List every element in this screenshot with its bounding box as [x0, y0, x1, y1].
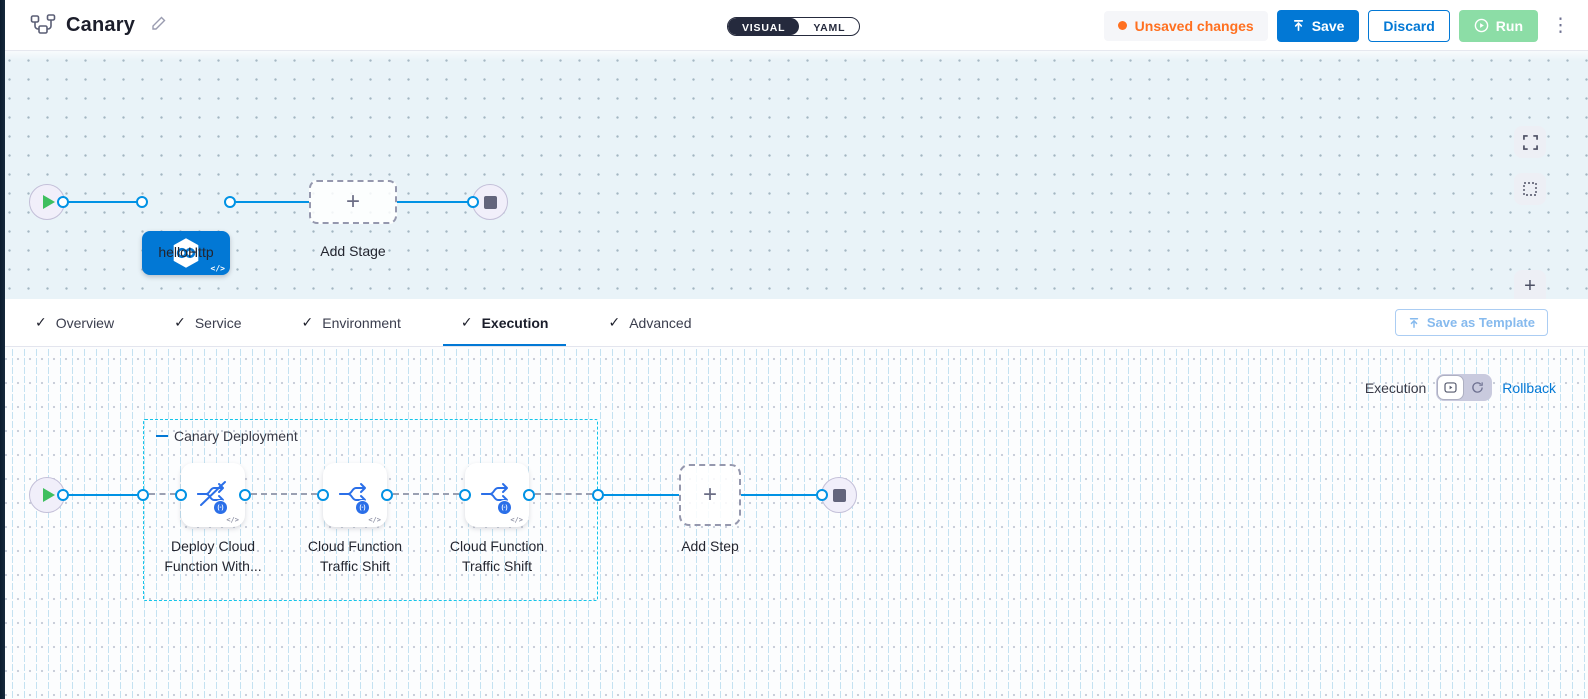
rollback-mode-icon[interactable]: [1464, 375, 1491, 400]
connector-dot[interactable]: [523, 489, 535, 501]
step-label: Deploy Cloud Function With...: [164, 538, 262, 574]
pipeline-icon: [30, 14, 56, 36]
stage-tabbar: ✓ Overview ✓ Service ✓ Environment ✓ Exe…: [0, 299, 1588, 347]
edge: [741, 494, 816, 496]
edge: [604, 494, 679, 496]
more-options-kebab-icon[interactable]: ⋮: [1551, 15, 1570, 36]
upload-template-icon: [1409, 317, 1419, 328]
connector-dot[interactable]: [137, 489, 149, 501]
code-icon: </>: [510, 516, 523, 524]
edge: [236, 201, 309, 203]
tab-environment[interactable]: ✓ Environment: [301, 314, 401, 331]
connector-dot[interactable]: [381, 489, 393, 501]
step-label: Cloud Function Traffic Shift: [449, 538, 545, 574]
marquee-select-icon: [1523, 182, 1537, 196]
discard-button[interactable]: Discard: [1368, 9, 1450, 42]
cloud-function-badge-icon: (-): [213, 500, 228, 515]
edge: [397, 201, 469, 203]
plus-icon: +: [702, 481, 717, 508]
cloud-function-badge-icon: (-): [355, 500, 370, 515]
edge: [67, 201, 138, 203]
save-as-template-button[interactable]: Save as Template: [1394, 309, 1548, 336]
connector-dot[interactable]: [57, 489, 69, 501]
check-icon: ✓: [460, 314, 473, 330]
tab-service[interactable]: ✓ Service: [174, 314, 242, 331]
connector-dot[interactable]: [317, 489, 329, 501]
plus-icon: +: [345, 188, 360, 215]
edge: [67, 494, 137, 496]
toggle-yaml[interactable]: YAML: [813, 21, 846, 34]
header: Canary VISUAL YAML Unsaved changes Save: [0, 0, 1588, 51]
check-icon: ✓: [35, 314, 47, 330]
execution-rollback-toggle[interactable]: [1436, 374, 1493, 401]
left-edge-strip: [0, 0, 5, 699]
step-node-traffic-shift-2[interactable]: (-) </>: [465, 463, 529, 527]
connector-dot[interactable]: [459, 489, 471, 501]
code-icon: </>: [226, 516, 239, 524]
connector-dot[interactable]: [136, 196, 148, 208]
stop-square-icon: [832, 488, 846, 502]
execution-mode-icon[interactable]: [1437, 375, 1465, 400]
cloud-function-badge-icon: (-): [497, 500, 512, 515]
edge-dashed: [535, 493, 592, 495]
start-play-icon: [43, 488, 55, 502]
collapse-dash-icon[interactable]: [156, 435, 168, 437]
toggle-visual[interactable]: VISUAL: [728, 18, 800, 35]
add-stage-button[interactable]: +: [309, 180, 397, 224]
connector-dot[interactable]: [816, 489, 828, 501]
execution-canvas[interactable]: Execution Rollback: [0, 347, 1588, 699]
check-icon: ✓: [608, 314, 621, 330]
code-icon: </>: [210, 264, 225, 273]
tab-advanced[interactable]: ✓ Advanced: [608, 314, 692, 331]
execution-start-node[interactable]: [29, 477, 65, 513]
start-play-icon: [43, 195, 55, 209]
save-button[interactable]: Save: [1276, 9, 1360, 42]
add-stage-label: Add Stage: [320, 243, 386, 259]
connector-dot[interactable]: [57, 196, 69, 208]
page-title: Canary: [66, 13, 136, 36]
rollback-link[interactable]: Rollback: [1502, 379, 1556, 396]
tab-execution[interactable]: ✓ Execution: [442, 299, 567, 346]
check-icon: ✓: [174, 314, 186, 330]
step-node-traffic-shift-1[interactable]: (-) </>: [323, 463, 387, 527]
edit-pencil-icon[interactable]: [151, 15, 167, 36]
unsaved-changes-badge: Unsaved changes: [1103, 10, 1268, 41]
upload-arrow-icon: [1293, 20, 1303, 31]
connector-dot[interactable]: [467, 196, 479, 208]
stop-square-icon: [483, 195, 497, 209]
visual-yaml-toggle: VISUAL YAML: [727, 17, 861, 36]
fullscreen-button[interactable]: [1514, 126, 1546, 158]
serverless-hexagon-icon: [173, 238, 199, 268]
add-step-button[interactable]: +: [679, 464, 741, 526]
fullscreen-icon: [1522, 134, 1538, 150]
execution-rollback-bar: Execution Rollback: [1365, 374, 1556, 401]
add-step-label: Add Step: [681, 538, 739, 554]
tab-overview[interactable]: ✓ Overview: [35, 314, 115, 331]
connector-dot[interactable]: [175, 489, 187, 501]
connector-dot[interactable]: [592, 489, 604, 501]
zoom-in-button[interactable]: +: [1524, 275, 1536, 297]
stage-node-hellohttp[interactable]: </>: [142, 231, 230, 275]
select-region-button[interactable]: [1514, 173, 1546, 205]
step-label: Cloud Function Traffic Shift: [307, 538, 403, 574]
execution-label: Execution: [1364, 379, 1427, 396]
run-play-icon: [1474, 18, 1489, 33]
unsaved-dot-icon: [1117, 21, 1127, 30]
edge-dashed: [149, 493, 176, 495]
step-group-canary-deployment[interactable]: [143, 419, 598, 601]
connector-dot[interactable]: [224, 196, 236, 208]
group-label: Canary Deployment: [156, 428, 298, 444]
stage-name-label: helloHttp: [158, 244, 214, 260]
edge-dashed: [393, 493, 459, 495]
connector-dot[interactable]: [239, 489, 251, 501]
stage-canvas[interactable]: </> + helloHttp Add Stage +: [0, 51, 1588, 334]
run-button[interactable]: Run: [1458, 9, 1538, 42]
edge-dashed: [251, 493, 317, 495]
code-icon: </>: [368, 516, 381, 524]
step-node-deploy-cloud-function[interactable]: (-) </>: [181, 463, 245, 527]
check-icon: ✓: [301, 314, 314, 330]
